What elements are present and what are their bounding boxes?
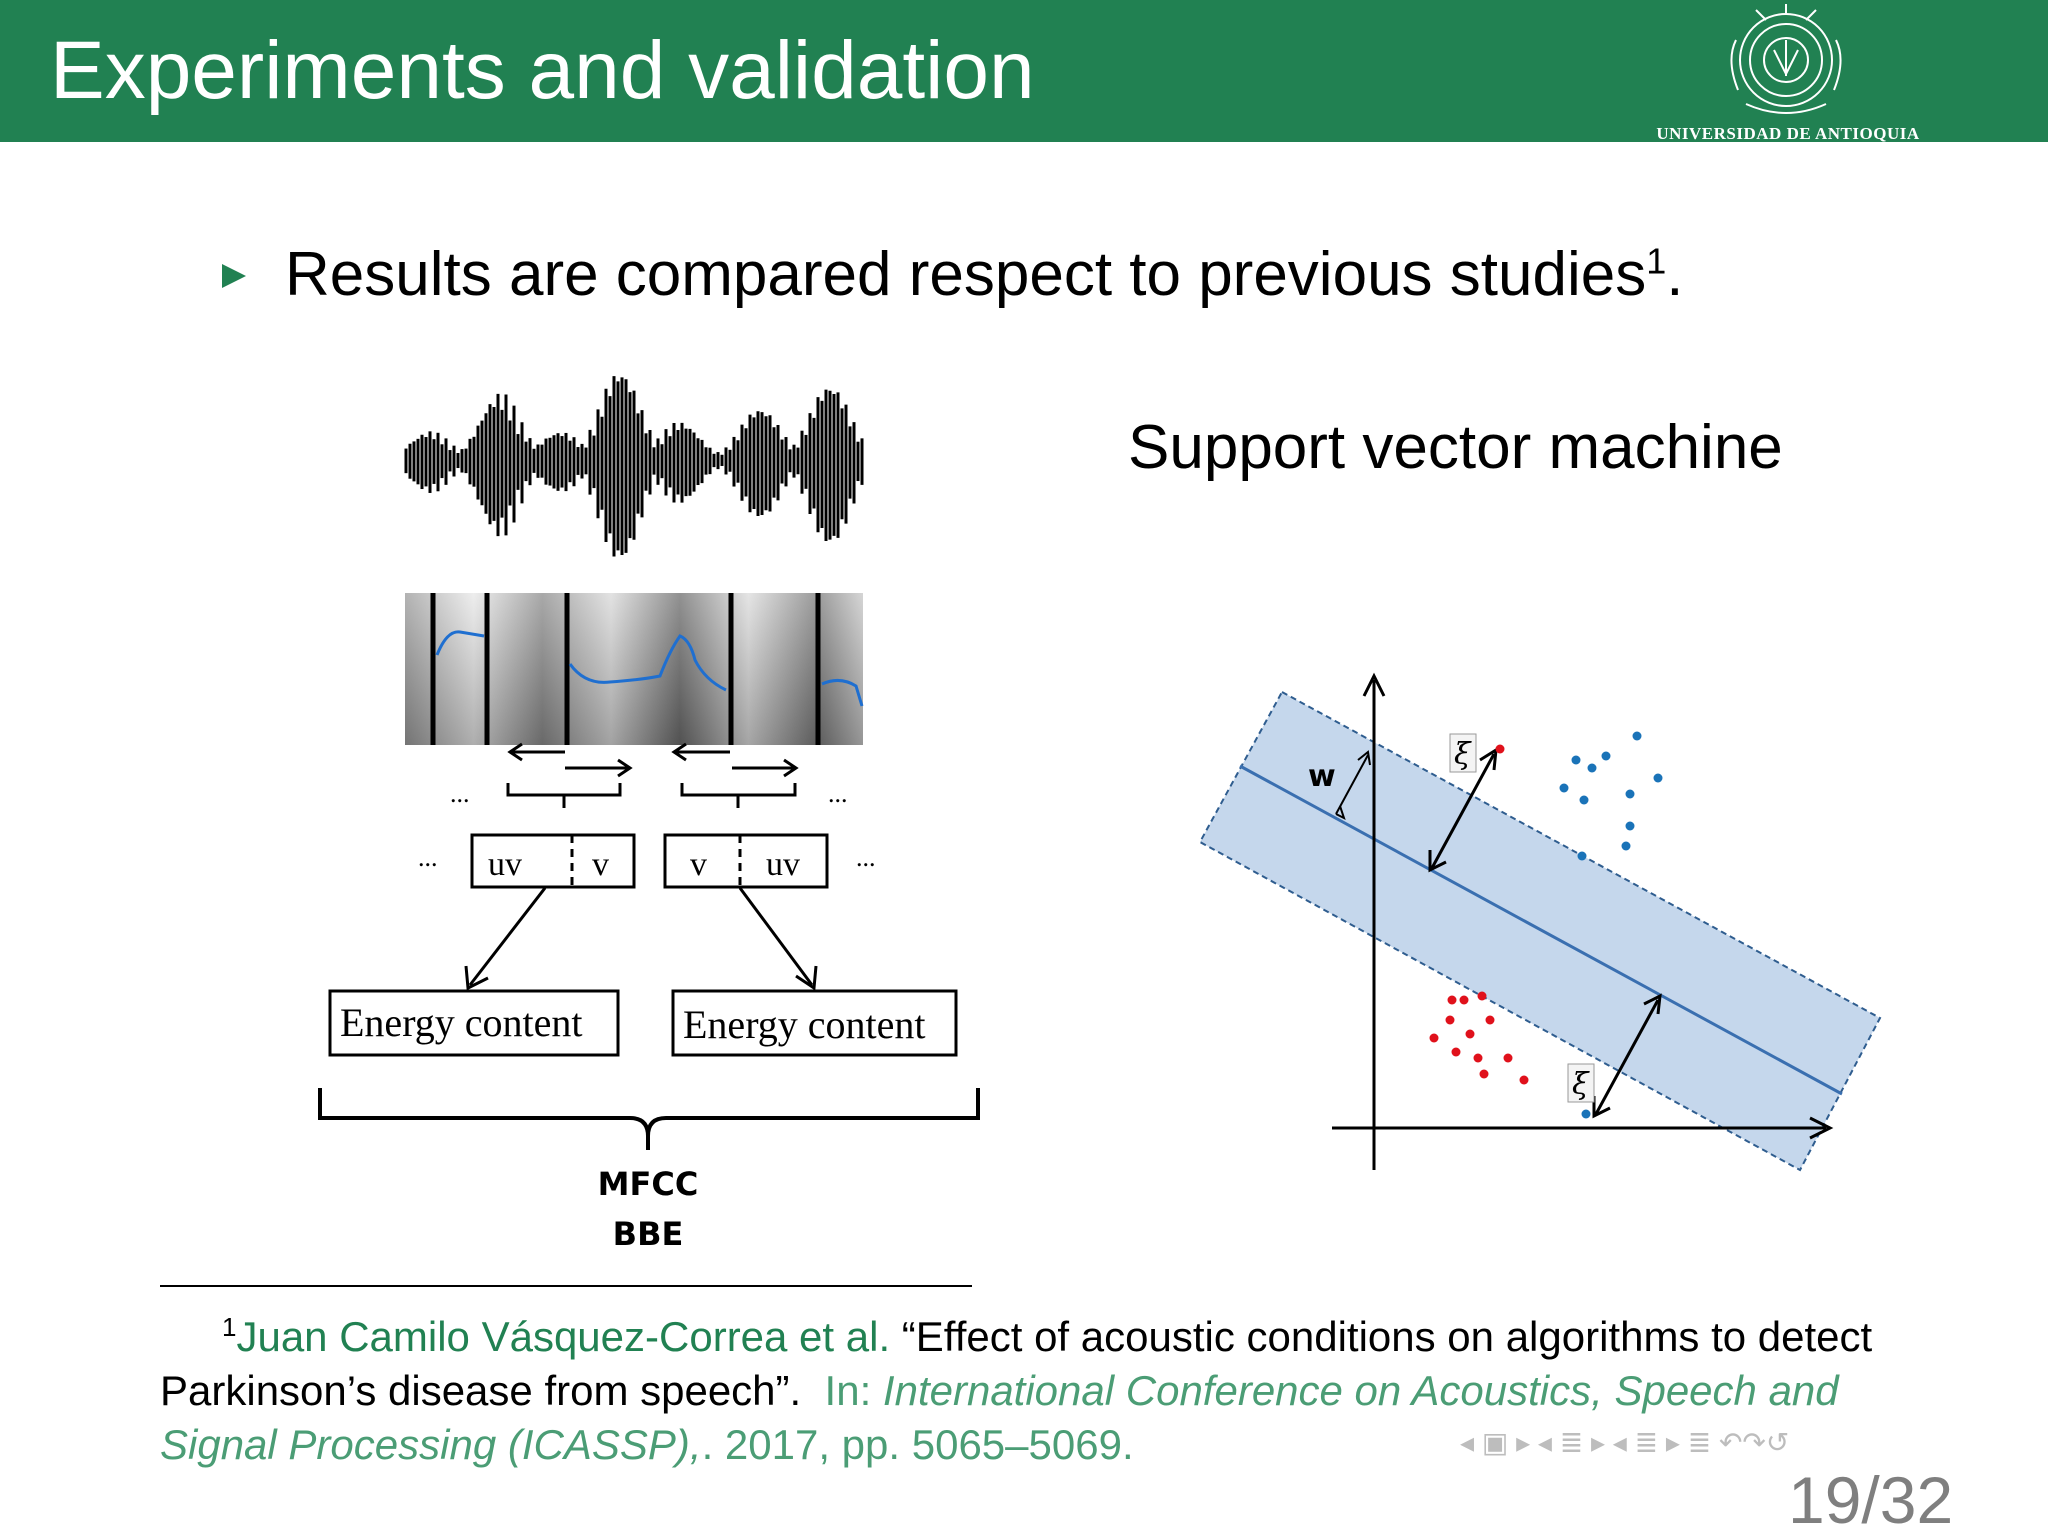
- class-red-point: [1459, 995, 1469, 1005]
- footnote: 1Juan Camilo Vásquez-Correa et al. “Effe…: [160, 1300, 1880, 1472]
- xi-label: ξ: [1454, 737, 1472, 772]
- page-number: 19/32: [1788, 1463, 1954, 1537]
- class-blue-point: [1632, 731, 1642, 741]
- title-bar: Experiments and validation UNIVERSIDAD D…: [0, 0, 2048, 143]
- class-red-point: [1445, 1015, 1455, 1025]
- class-red-point: [1479, 1069, 1489, 1079]
- feature-mfcc: MFCC: [598, 1165, 699, 1203]
- class-red-point: [1519, 1075, 1529, 1085]
- slide-title: Experiments and validation: [50, 25, 1035, 116]
- university-name: UNIVERSIDAD DE ANTIOQUIA: [1656, 124, 1920, 143]
- class-red-point: [1465, 1029, 1475, 1039]
- class-red-point: [1495, 744, 1505, 754]
- ellipsis: ...: [418, 843, 438, 872]
- axes: [1332, 672, 1834, 1170]
- class-red-point: [1477, 991, 1487, 1001]
- university-seal-icon: [1730, 4, 1842, 114]
- data-points: [1429, 731, 1663, 1119]
- segment-label-uv: uv: [488, 846, 522, 883]
- class-red-point: [1429, 1033, 1439, 1043]
- speech-waveform: [404, 376, 864, 557]
- class-red-point: [1473, 1053, 1483, 1063]
- footnote-mark: 1: [222, 1312, 237, 1342]
- class-blue-point: [1621, 841, 1631, 851]
- page-total: 32: [1879, 1463, 1954, 1537]
- segment-label-v: v: [690, 846, 707, 883]
- class-blue-point: [1625, 789, 1635, 799]
- energy-content-label: Energy content: [340, 1000, 583, 1045]
- segment-label-v: v: [592, 846, 609, 883]
- class-blue-point: [1653, 773, 1663, 783]
- class-blue-point: [1625, 821, 1635, 831]
- footnote-rule: [160, 1285, 972, 1287]
- class-blue-point: [1587, 763, 1597, 773]
- bullet-text: Results are compared respect to previous…: [285, 240, 1684, 309]
- ellipsis: ...: [828, 779, 848, 808]
- energy-content-label: Energy content: [683, 1002, 926, 1047]
- class-red-point: [1503, 1053, 1513, 1063]
- feature-bbe: BBE: [613, 1215, 684, 1253]
- ellipsis: ...: [450, 779, 470, 808]
- xi-label: ξ: [1572, 1067, 1590, 1102]
- margin-arrows: [1428, 747, 1662, 1119]
- svm-title: Support vector machine: [1128, 413, 1783, 482]
- page-current: 19: [1788, 1463, 1862, 1537]
- footnote-in: In:: [824, 1367, 872, 1414]
- class-red-point: [1485, 1015, 1495, 1025]
- w-vector: [1335, 750, 1371, 820]
- ellipsis: ...: [856, 843, 876, 872]
- footnote-details: . 2017, pp. 5065–5069.: [701, 1421, 1134, 1468]
- class-red-point: [1451, 1047, 1461, 1057]
- class-blue-point: [1559, 783, 1569, 793]
- spectrogram: [405, 593, 864, 745]
- w-label: w: [1308, 759, 1336, 794]
- footnote-authors[interactable]: Juan Camilo Vásquez-Correa et al.: [236, 1313, 891, 1360]
- decision-boundary: [1239, 764, 1843, 1096]
- class-blue-point: [1581, 1109, 1591, 1119]
- beamer-navigation-bar[interactable]: ◂ ▣ ▸ ◂ ≣ ▸ ◂ ≣ ▸ ≣ ↶↷↺: [1460, 1427, 1790, 1458]
- class-blue-point: [1579, 795, 1589, 805]
- footnote-ref[interactable]: 1: [1646, 240, 1667, 282]
- class-red-point: [1447, 995, 1457, 1005]
- class-blue-point: [1571, 755, 1581, 765]
- footnote-venue: International Conference on Acoustics, S…: [160, 1367, 1839, 1468]
- footnote-paper-title: “Effect of acoustic conditions on algori…: [160, 1313, 1873, 1414]
- class-blue-point: [1601, 751, 1611, 761]
- class-blue-point: [1577, 851, 1587, 861]
- segment-label-uv: uv: [766, 846, 800, 883]
- bullet-triangle-icon: [222, 264, 246, 288]
